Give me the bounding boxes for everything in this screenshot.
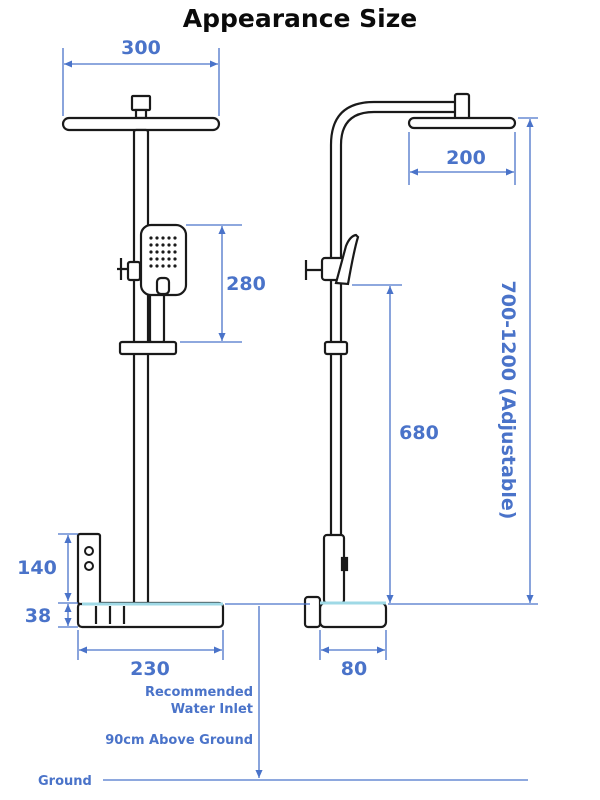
shelf-slots bbox=[94, 606, 126, 624]
diagram-title: Appearance Size bbox=[182, 4, 418, 33]
note-ground: Ground bbox=[38, 774, 92, 789]
dim-slide-height: 680 bbox=[399, 422, 439, 444]
note-recommended: Recommended bbox=[145, 685, 253, 700]
side-head-connector bbox=[453, 92, 471, 122]
dimension-lines bbox=[58, 48, 538, 781]
dim-total-height: 700-1200 (Adjustable) bbox=[497, 281, 519, 520]
dim-side-depth: 80 bbox=[341, 658, 367, 680]
front-rain-head bbox=[61, 116, 221, 132]
side-valve-knob bbox=[303, 595, 322, 629]
side-diverter-handle bbox=[304, 260, 322, 280]
top-connector bbox=[130, 94, 152, 112]
connector-neck bbox=[134, 108, 148, 120]
front-shelf bbox=[76, 601, 225, 629]
side-button bbox=[340, 556, 349, 572]
dim-top-width: 300 bbox=[121, 37, 161, 59]
handheld-button bbox=[155, 276, 171, 296]
side-arm-inner bbox=[339, 110, 455, 540]
dim-valve-height: 140 bbox=[17, 557, 57, 579]
side-shelf bbox=[318, 601, 388, 629]
valve-knobs bbox=[84, 546, 94, 571]
front-holder bbox=[118, 340, 178, 356]
front-diverter bbox=[126, 260, 142, 282]
side-arm-outer bbox=[329, 100, 455, 540]
diverter-handle bbox=[117, 258, 128, 280]
dim-head-depth: 200 bbox=[446, 147, 486, 169]
dim-shelf-height: 38 bbox=[25, 605, 51, 627]
dim-shelf-width: 230 bbox=[130, 658, 170, 680]
side-rain-head bbox=[407, 116, 517, 130]
side-handheld bbox=[334, 233, 360, 286]
side-holder bbox=[323, 340, 349, 356]
handheld-nozzles bbox=[149, 236, 177, 268]
front-rod bbox=[132, 128, 150, 606]
dim-handheld-height: 280 bbox=[226, 273, 266, 295]
side-view bbox=[303, 92, 517, 629]
note-above-ground: 90cm Above Ground bbox=[105, 733, 253, 748]
note-water-inlet: Water Inlet bbox=[171, 702, 253, 717]
